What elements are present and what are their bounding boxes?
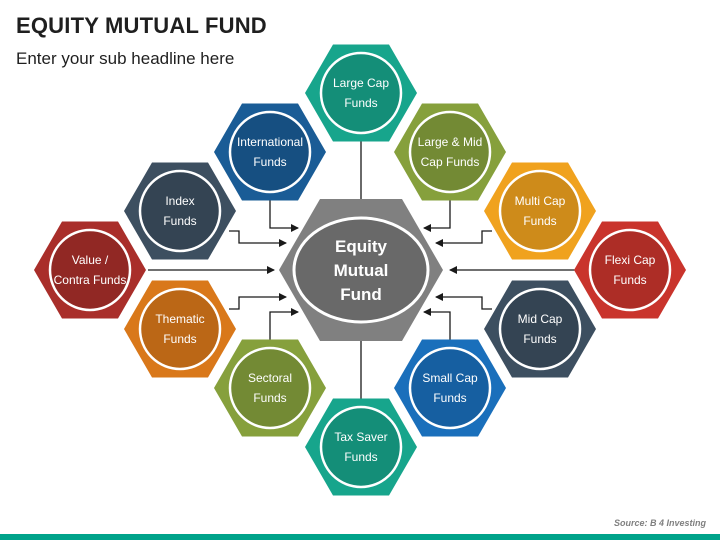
source-note: Source: B 4 Investing [613,518,706,528]
inner-circle [138,169,222,253]
inner-circle [408,110,492,194]
node-label-line: Small Cap [422,371,478,385]
connector-arrow [423,308,451,347]
page-title: EQUITY MUTUAL FUND [16,13,267,38]
node-label-line: Funds [344,450,377,464]
node-label-line: Funds [163,214,196,228]
inner-circle [498,169,582,253]
inner-circle [228,110,312,194]
page-subtitle: Enter your sub headline here [16,49,235,68]
inner-circle [498,287,582,371]
inner-circle [138,287,222,371]
connector-arrow [229,293,287,310]
node-label-line: Funds [253,391,286,405]
center-label-line: Fund [340,285,382,304]
node-label-line: Funds [253,155,286,169]
node-label-line: Value / [72,253,109,267]
node-label-line: Contra Funds [54,273,127,287]
node-label-line: Funds [523,332,556,346]
connector-arrow [435,293,492,310]
inner-circle [48,228,132,312]
inner-circle [408,346,492,430]
connector-arrow [229,230,287,247]
connector-arrow [269,308,299,347]
inner-circle [319,405,403,489]
connector-arrow [269,193,299,232]
node-label-line: Funds [613,273,646,287]
node-label-line: Sectoral [248,371,292,385]
node-label-line: Tax Saver [334,430,387,444]
node-label-line: Funds [163,332,196,346]
node-label-line: Cap Funds [421,155,480,169]
center-label-line: Equity [335,237,387,256]
connector-arrows [148,136,575,404]
node-value-contra-funds: Value / Contra Funds [34,221,146,319]
node-label-line: Funds [344,96,377,110]
node-label-line: Thematic [155,312,204,326]
node-label-line: Funds [433,391,466,405]
inner-circle [228,346,312,430]
node-label-line: Index [165,194,194,208]
node-label-line: Multi Cap [515,194,566,208]
connector-arrow [435,230,492,247]
node-label-line: Mid Cap [518,312,563,326]
node-label-line: Large Cap [333,76,389,90]
node-label-line: Flexi Cap [605,253,656,267]
center-inner-ellipse [292,216,430,324]
node-label-line: International [237,135,303,149]
node-label-line: Funds [523,214,556,228]
inner-circle [319,51,403,135]
inner-circle [588,228,672,312]
connector-arrow [423,193,451,232]
node-label-line: Large & Mid [418,135,483,149]
bottom-accent-bar [0,534,720,540]
center-label-line: Mutual [334,261,389,280]
